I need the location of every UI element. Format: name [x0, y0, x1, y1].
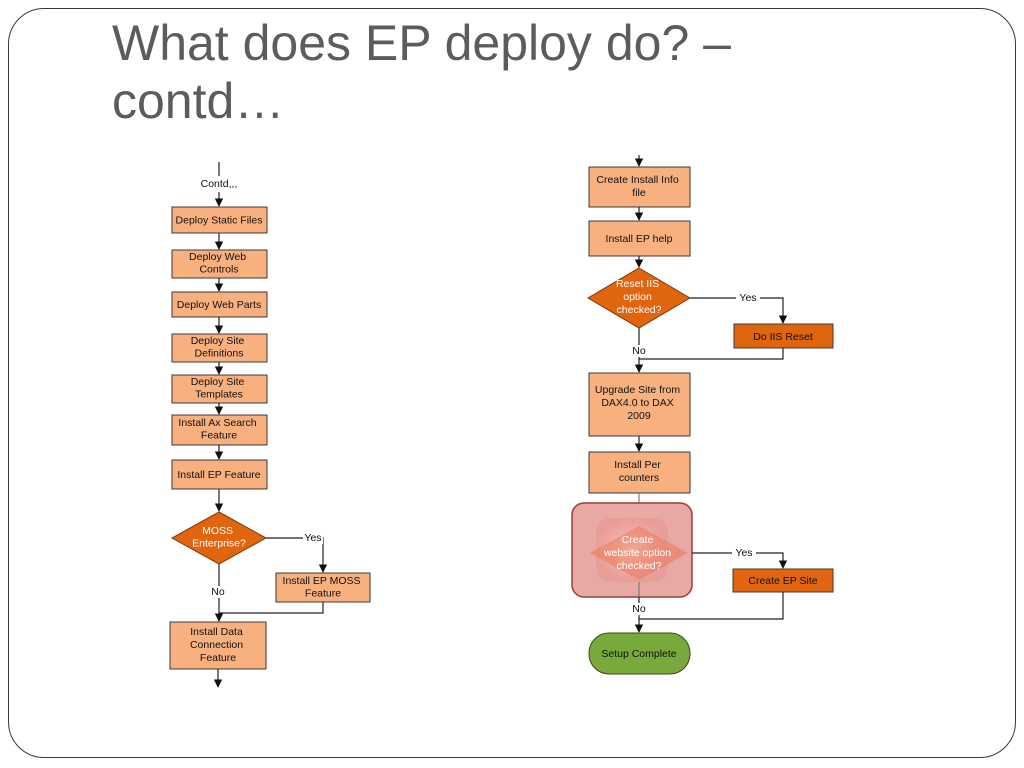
moss-enterprise-line-2: Enterprise? [192, 538, 246, 550]
install-ax-search-line-1: Install Ax Search [178, 417, 256, 429]
deploy-site-definitions-line-1: Deploy Site [191, 335, 245, 347]
install-ep-feature-box: Install EP Feature [171, 459, 268, 490]
upgrade-site-line-2: DAX4.0 to DAX [601, 397, 673, 409]
create-install-info-line-1: Create Install Info [596, 174, 678, 186]
setup-complete-terminal: Setup Complete [588, 632, 691, 675]
moss-enterprise-decision: MOSS Enterprise? [170, 511, 268, 565]
create-install-info-box: Create Install Info file [588, 166, 691, 208]
right-edge-site-return [639, 592, 784, 620]
svg-text:MOSS Enterprise?: MOSS Enterprise? [192, 525, 246, 550]
left-flowchart: Contd,,, Deploy Static Files Deploy Web … [169, 162, 371, 688]
reset-iis-no-label: No [632, 345, 646, 357]
svg-text:Install Ax Search Fea: Install Ax Search Feature [178, 417, 259, 442]
create-website-line-2: website option [603, 547, 671, 559]
deploy-web-parts-label: Deploy Web Parts [177, 299, 261, 311]
upgrade-site-line-3: 2009 [627, 410, 651, 422]
install-ep-feature-label: Install EP Feature [177, 469, 260, 481]
svg-text:Install EP MOSS Featur: Install EP MOSS Feature [283, 575, 364, 600]
install-data-connection-line-2: Connection [190, 639, 243, 651]
svg-text:Deploy Web Controls: Deploy Web Controls [189, 251, 249, 276]
deploy-site-templates-box: Deploy Site Templates [171, 374, 268, 404]
svg-text:Deploy Site Templates: Deploy Site Templates [191, 376, 248, 401]
svg-text:Create website option: Create website option checked? [603, 534, 674, 572]
create-website-line-3: checked? [617, 560, 662, 572]
create-website-no-label: No [632, 603, 646, 615]
install-ax-search-line-2: Feature [201, 430, 237, 442]
moss-no-label: No [211, 586, 225, 598]
reset-iis-line-1: Reset IIS [616, 278, 659, 290]
install-per-counters-line-1: Install Per [614, 459, 661, 471]
right-edge-iis-return [639, 348, 784, 360]
install-ep-moss-line-2: Feature [305, 588, 341, 600]
slide-title: What does EP deploy do? – contd… [112, 14, 912, 130]
deploy-static-files-label: Deploy Static Files [176, 215, 263, 227]
install-per-counters-box: Install Per counters [588, 451, 691, 494]
left-edge-moss-return [219, 602, 324, 614]
deploy-web-controls-box: Deploy Web Controls [171, 249, 268, 279]
contd-label: Contd,,, [201, 178, 238, 190]
slide-title-line-1: What does EP deploy do? – [112, 15, 731, 71]
deploy-static-files-box: Deploy Static Files [171, 206, 268, 234]
slide-title-line-2: contd… [112, 73, 285, 129]
setup-complete-label: Setup Complete [601, 648, 676, 660]
moss-enterprise-line-1: MOSS [202, 525, 233, 537]
install-data-connection-line-1: Install Data [190, 626, 243, 638]
deploy-site-definitions-line-2: Definitions [194, 348, 243, 360]
svg-text:Upgrade Site from DAX4: Upgrade Site from DAX4.0 to DAX 2009 [595, 384, 683, 422]
install-per-counters-line-2: counters [619, 472, 659, 484]
create-ep-site-box: Create EP Site [732, 568, 834, 593]
install-ax-search-box: Install Ax Search Feature [171, 414, 268, 446]
svg-text:Deploy Site Definition: Deploy Site Definitions [191, 335, 248, 360]
upgrade-site-line-1: Upgrade Site from [595, 384, 680, 396]
upgrade-site-box: Upgrade Site from DAX4.0 to DAX 2009 [588, 372, 691, 437]
install-ep-moss-line-1: Install EP MOSS [283, 575, 361, 587]
deploy-site-definitions-box: Deploy Site Definitions [171, 333, 268, 363]
svg-text:Create Install Info fi: Create Install Info file [596, 174, 681, 199]
reset-iis-line-3: checked? [617, 304, 662, 316]
right-edge-yes-1 [690, 297, 788, 324]
reset-iis-decision: Reset IIS option checked? [587, 267, 691, 329]
deploy-web-parts-box: Deploy Web Parts [171, 291, 268, 318]
create-website-highlight: Create website option checked? [571, 502, 693, 598]
deploy-site-templates-line-2: Templates [195, 389, 243, 401]
create-website-yes-label: Yes [735, 547, 752, 559]
do-iis-reset-box: Do IIS Reset [733, 323, 834, 349]
svg-text:Install Per counters: Install Per counters [614, 459, 664, 484]
moss-yes-label: Yes [304, 532, 321, 544]
install-data-connection-box: Install Data Connection Feature [169, 621, 267, 670]
right-edge-yes-2 [692, 552, 788, 569]
create-install-info-line-2: file [632, 187, 646, 199]
deploy-web-controls-line-2: Controls [199, 264, 238, 276]
install-data-connection-line-3: Feature [200, 652, 236, 664]
svg-text:Reset IIS option: Reset IIS option checked? [616, 278, 662, 316]
reset-iis-yes-label: Yes [739, 292, 756, 304]
install-ep-help-label: Install EP help [606, 233, 673, 245]
install-ep-help-box: Install EP help [588, 220, 691, 257]
reset-iis-line-2: option [623, 291, 652, 303]
do-iis-reset-label: Do IIS Reset [753, 331, 813, 343]
right-flowchart: Create Install Info file Install EP help… [571, 155, 834, 675]
deploy-web-controls-line-1: Deploy Web [189, 251, 246, 263]
deploy-site-templates-line-1: Deploy Site [191, 376, 245, 388]
create-website-line-1: Create [622, 534, 654, 546]
svg-text:Install Data Connectio: Install Data Connection Feature [190, 626, 246, 664]
create-ep-site-label: Create EP Site [748, 575, 817, 587]
install-ep-moss-box: Install EP MOSS Feature [275, 572, 371, 603]
